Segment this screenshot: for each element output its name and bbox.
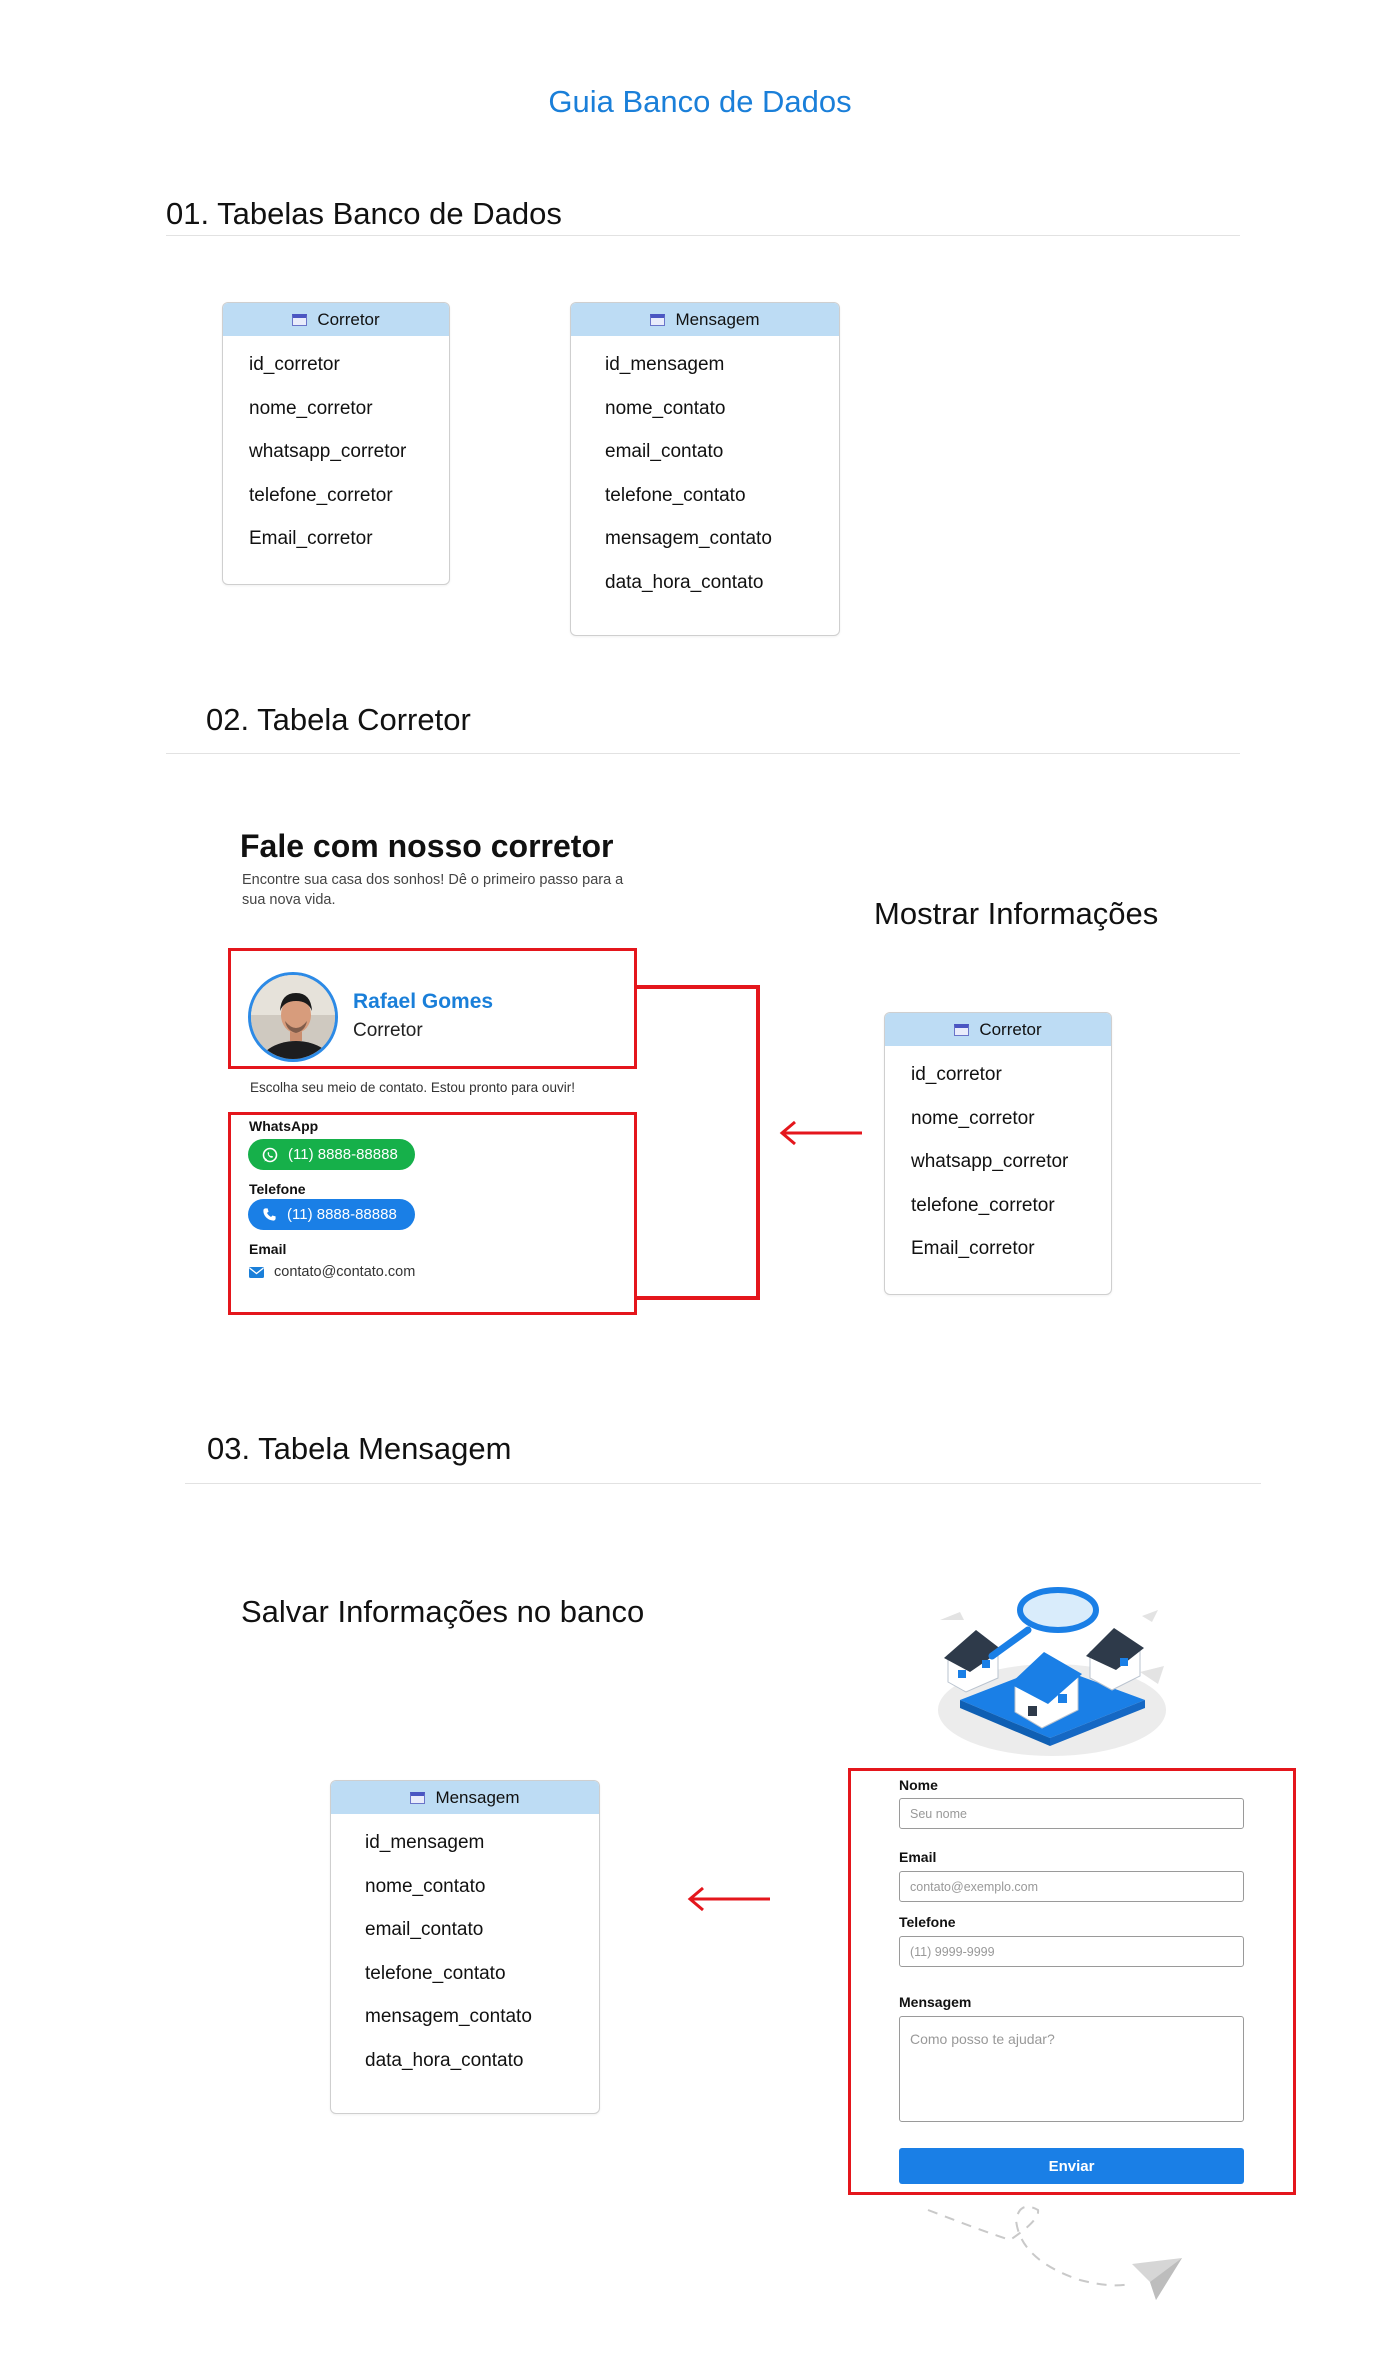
nome-label: Nome [899, 1777, 938, 1793]
section-2-divider [166, 753, 1240, 754]
mensagem-table-card: Mensagem id_mensagem nome_contato email_co… [570, 302, 840, 636]
nome-placeholder: Seu nome [910, 1806, 967, 1821]
table-header: Corretor [223, 303, 449, 336]
mostrar-informacoes-label: Mostrar Informações [874, 896, 1159, 931]
profile-title: Fale com nosso corretor [240, 828, 614, 864]
field-item: id_corretor [249, 354, 340, 375]
table-header: Corretor [885, 1013, 1111, 1046]
field-item: telefone_contato [605, 484, 746, 506]
field-item: nome_corretor [249, 397, 373, 419]
field-item: nome_corretor [911, 1107, 1035, 1129]
email-label: Email [249, 1241, 287, 1257]
field-item: data_hora_contato [365, 2049, 524, 2071]
telefone-form-label: Telefone [899, 1914, 956, 1930]
connector-bracket [637, 985, 760, 1300]
agent-role: Corretor [353, 1020, 423, 1041]
salvar-informacoes-label: Salvar Informações no banco [241, 1594, 645, 1629]
whatsapp-label: WhatsApp [249, 1118, 319, 1134]
table-name: Mensagem [435, 1787, 520, 1807]
field-item: whatsapp_corretor [911, 1151, 1069, 1172]
mensagem-form-label: Mensagem [899, 1994, 972, 2010]
table-name: Corretor [979, 1019, 1042, 1039]
email-link[interactable]: contato@contato.com [249, 1264, 415, 1280]
phone-button[interactable]: (11) 8888-88888 [248, 1199, 415, 1230]
profile-subtitle: Encontre sua casa dos sonhos! Dê o prime… [242, 872, 624, 908]
section-3-title: 03. Tabela Mensagem [207, 1431, 512, 1466]
whatsapp-icon [262, 1147, 278, 1162]
section-2-title: 02. Tabela Corretor [206, 702, 471, 737]
field-item: id_mensagem [365, 1832, 485, 1853]
paper-plane-decoration [927, 2205, 1182, 2300]
field-item: id_mensagem [605, 354, 725, 375]
nome-input[interactable]: Seu nome [899, 1798, 1244, 1829]
table-icon [954, 1023, 970, 1036]
agent-avatar [248, 972, 338, 1062]
mensagem-table-card-2: Mensagem id_mensagem nome_contato email_co… [330, 1780, 600, 2114]
email-value: contato@contato.com [274, 1264, 416, 1280]
field-item: telefone_contato [365, 1962, 506, 1984]
email-form-label: Email [899, 1849, 937, 1865]
paper-plane-icon [1132, 2258, 1182, 2300]
whatsapp-number: (11) 8888-88888 [288, 1146, 398, 1163]
mensagem-textarea[interactable]: Como posso te ajudar? [899, 2016, 1244, 2122]
telefone-label: Telefone [249, 1181, 306, 1197]
arrow-left-icon [687, 1886, 770, 1912]
field-item: telefone_corretor [249, 484, 393, 506]
field-item: data_hora_contato [605, 571, 764, 593]
mail-icon [249, 1266, 264, 1278]
section-3-divider [185, 1483, 1261, 1484]
contact-highlight-box [228, 1112, 637, 1315]
phone-number: (11) 8888-88888 [287, 1206, 397, 1223]
table-name: Mensagem [675, 309, 760, 329]
field-item: email_contato [605, 441, 724, 462]
email-input[interactable]: contato@exemplo.com [899, 1871, 1244, 1902]
mensagem-placeholder: Como posso te ajudar? [910, 2031, 1055, 2047]
email-placeholder: contato@exemplo.com [910, 1879, 1039, 1894]
agent-name: Rafael Gomes [353, 990, 494, 1013]
telefone-placeholder: (11) 9999-9999 [910, 1944, 995, 1959]
field-item: id_corretor [911, 1064, 1002, 1085]
table-icon [650, 313, 666, 326]
table-name: Corretor [317, 309, 380, 329]
arrow-left-icon [779, 1120, 862, 1146]
table-icon [292, 313, 308, 326]
table-icon [410, 1791, 426, 1804]
whatsapp-button[interactable]: (11) 8888-88888 [248, 1139, 415, 1170]
form-highlight-box [848, 1768, 1296, 2195]
section-1-title: 01. Tabelas Banco de Dados [166, 196, 562, 231]
houses-search-illustration [938, 1587, 1166, 1756]
field-item: mensagem_contato [365, 2006, 532, 2027]
field-list: id_corretor nome_corretor whatsapp_correto… [885, 1046, 1111, 1278]
contact-prompt: Escolha seu meio de contato. Estou pront… [250, 1080, 575, 1095]
field-item: Email_corretor [911, 1238, 1035, 1259]
field-item: telefone_corretor [911, 1194, 1055, 1216]
field-item: whatsapp_corretor [249, 441, 407, 462]
section-1-divider [166, 235, 1240, 236]
phone-icon [263, 1208, 276, 1221]
field-item: nome_contato [365, 1875, 486, 1897]
field-list: id_corretor nome_corretor whatsapp_correto… [223, 336, 449, 568]
enviar-button[interactable]: Enviar [899, 2148, 1244, 2184]
table-header: Mensagem [331, 1781, 599, 1814]
field-item: mensagem_contato [605, 528, 772, 549]
field-item: nome_contato [605, 397, 726, 419]
table-header: Mensagem [571, 303, 839, 336]
agent-highlight-box [228, 948, 637, 1069]
field-item: email_contato [365, 1919, 484, 1940]
guide-title: Guia Banco de Dados [548, 84, 852, 119]
telefone-input[interactable]: (11) 9999-9999 [899, 1936, 1244, 1967]
field-item: Email_corretor [249, 528, 373, 549]
